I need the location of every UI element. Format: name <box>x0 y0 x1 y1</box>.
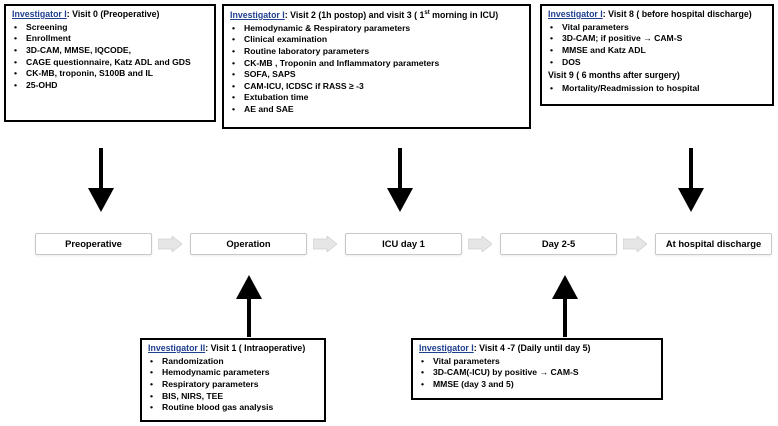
list-item: Hemodynamic & Respiratory parameters <box>230 23 523 35</box>
list-item: SOFA, SAPS <box>230 69 523 81</box>
list-item: CK-MB , Troponin and Inflammatory parame… <box>230 58 523 70</box>
down-arrow-discharge <box>678 148 704 212</box>
list-item: Routine blood gas analysis <box>148 402 318 414</box>
list-item: Vital parameters <box>548 22 766 34</box>
visit-2-3-heading: Investigator I: Visit 2 (1h postop) and … <box>230 9 499 20</box>
visit-1-box: Investigator II: Visit 1 ( Intraoperativ… <box>140 338 326 422</box>
visit-0-heading: Investigator I: Visit 0 (Preoperative) <box>12 9 160 19</box>
stage-icu-day-1: ICU day 1 <box>345 233 462 255</box>
list-item: Hemodynamic parameters <box>148 367 318 379</box>
stage-operation: Operation <box>190 233 307 255</box>
visit-9-list: Mortality/Readmission to hospital <box>548 83 766 95</box>
list-item: Mortality/Readmission to hospital <box>548 83 766 95</box>
visit-8-9-box: Investigator I: Visit 8 ( before hospita… <box>540 4 774 106</box>
list-item: 3D-CAM(-ICU) by positive → CAM-S <box>419 367 655 379</box>
visit-1-heading: Investigator II: Visit 1 ( Intraoperativ… <box>148 343 306 353</box>
visit-4-7-heading: Investigator I: Visit 4 -7 (Daily until … <box>419 343 591 353</box>
list-item: 25-OHD <box>12 80 208 92</box>
stage-hospital-discharge: At hospital discharge <box>655 233 772 255</box>
chevron-right-icon <box>313 236 337 252</box>
list-item: Extubation time <box>230 92 523 104</box>
visit-8-heading: Investigator I: Visit 8 ( before hospita… <box>548 9 752 19</box>
chevron-right-icon <box>623 236 647 252</box>
stage-day-2-5: Day 2-5 <box>500 233 617 255</box>
visit-8-list: Vital parameters 3D-CAM; if positive → C… <box>548 22 766 68</box>
list-item: AE and SAE <box>230 104 523 116</box>
list-item: Randomization <box>148 356 318 368</box>
visit-4-7-list: Vital parameters 3D-CAM(-ICU) by positiv… <box>419 356 655 391</box>
list-item: Enrollment <box>12 33 208 45</box>
down-arrow-preoperative <box>88 148 114 212</box>
visit-1-list: Randomization Hemodynamic parameters Res… <box>148 356 318 414</box>
chevron-right-icon <box>158 236 182 252</box>
up-arrow-operation <box>236 275 262 337</box>
visit-2-3-list: Hemodynamic & Respiratory parameters Cli… <box>230 23 523 116</box>
list-item: 3D-CAM; if positive → CAM-S <box>548 33 766 45</box>
list-item: MMSE and Katz ADL <box>548 45 766 57</box>
up-arrow-day-2-5 <box>552 275 578 337</box>
visit-0-box: Investigator I: Visit 0 (Preoperative) S… <box>4 4 216 122</box>
down-arrow-icu-day-1 <box>387 148 413 212</box>
list-item: Vital parameters <box>419 356 655 368</box>
list-item: CAM-ICU, ICDSC if RASS ≥ -3 <box>230 81 523 93</box>
list-item: Screening <box>12 22 208 34</box>
visit-4-7-box: Investigator I: Visit 4 -7 (Daily until … <box>411 338 663 400</box>
stage-preoperative: Preoperative <box>35 233 152 255</box>
list-item: BIS, NIRS, TEE <box>148 391 318 403</box>
list-item: CAGE questionnaire, Katz ADL and GDS <box>12 57 208 69</box>
visit-2-3-box: Investigator I: Visit 2 (1h postop) and … <box>222 4 531 129</box>
chevron-right-icon <box>468 236 492 252</box>
visit-9-heading: Visit 9 ( 6 months after surgery) <box>548 70 680 81</box>
list-item: CK-MB, troponin, S100B and IL <box>12 68 208 80</box>
list-item: Clinical examination <box>230 34 523 46</box>
list-item: Respiratory parameters <box>148 379 318 391</box>
visit-0-list: Screening Enrollment 3D-CAM, MMSE, IQCOD… <box>12 22 208 92</box>
list-item: MMSE (day 3 and 5) <box>419 379 655 391</box>
list-item: 3D-CAM, MMSE, IQCODE, <box>12 45 208 57</box>
list-item: Routine laboratory parameters <box>230 46 523 58</box>
list-item: DOS <box>548 57 766 69</box>
